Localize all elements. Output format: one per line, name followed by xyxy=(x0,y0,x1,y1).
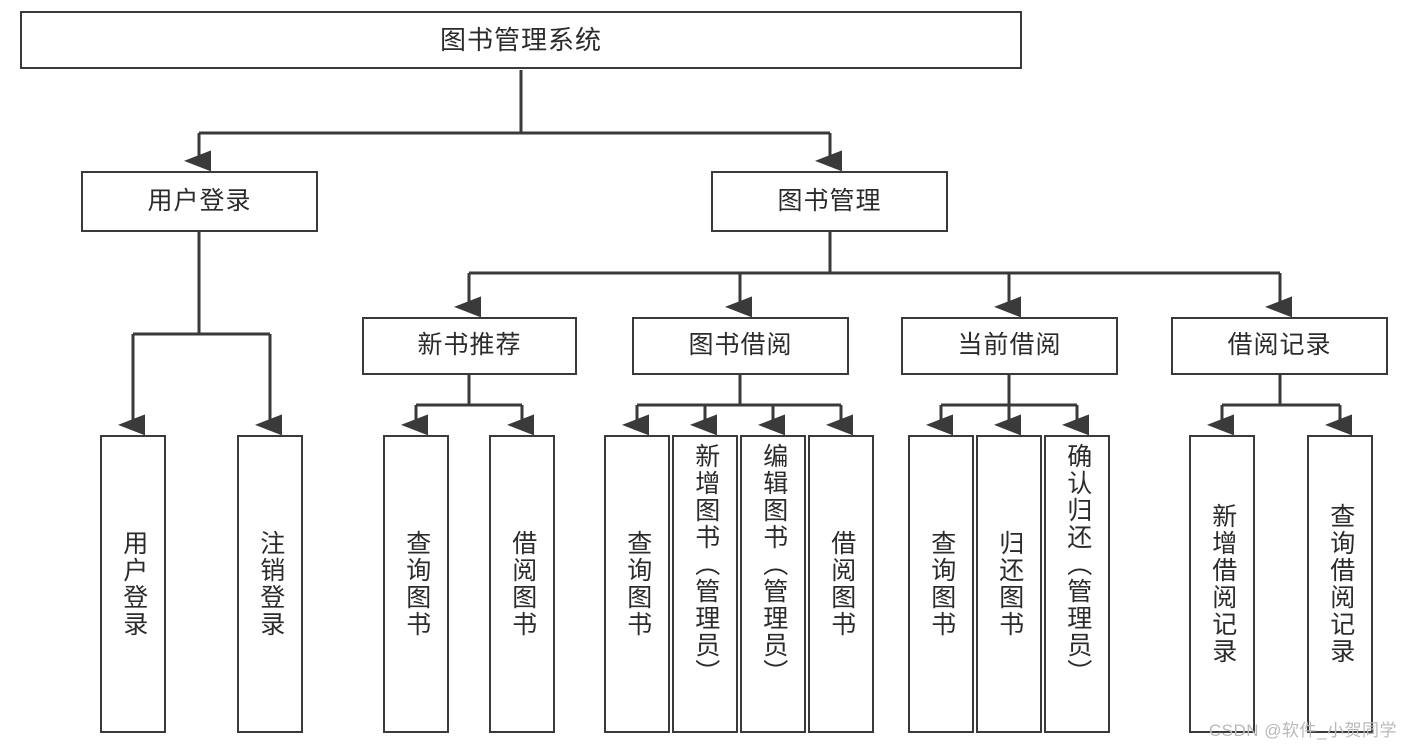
node-new-book-recommend[interactable]: 新书推荐 xyxy=(362,317,577,375)
node-label: 新书推荐 xyxy=(417,331,522,360)
node-label: 图书管理 xyxy=(777,186,882,215)
node-book-management[interactable]: 图书管理 xyxy=(711,171,948,232)
node-label: 编辑图书（管理员） xyxy=(759,443,788,686)
node-label: 查询借阅记录 xyxy=(1326,503,1355,665)
leaf-return-book[interactable]: 归还图书 xyxy=(976,435,1042,733)
node-label: 查询图书 xyxy=(927,530,956,638)
node-current-borrow[interactable]: 当前借阅 xyxy=(901,317,1118,375)
node-label: 注销登录 xyxy=(256,530,285,638)
node-label: 当前借阅 xyxy=(957,331,1062,360)
leaf-query-book-2[interactable]: 查询图书 xyxy=(604,435,670,733)
node-label: 查询图书 xyxy=(402,530,431,638)
leaf-add-record[interactable]: 新增借阅记录 xyxy=(1189,435,1255,733)
node-label: 确认归还（管理员） xyxy=(1063,443,1092,686)
leaf-confirm-return[interactable]: 确认归还（管理员） xyxy=(1044,435,1110,733)
leaf-user-login[interactable]: 用户登录 xyxy=(100,435,166,733)
leaf-query-book-1[interactable]: 查询图书 xyxy=(383,435,449,733)
node-label: 借阅图书 xyxy=(508,530,537,638)
node-label: 查询图书 xyxy=(623,530,652,638)
node-label: 图书管理系统 xyxy=(439,24,602,55)
leaf-query-book-3[interactable]: 查询图书 xyxy=(908,435,974,733)
node-borrow-record[interactable]: 借阅记录 xyxy=(1171,317,1388,375)
node-label: 借阅图书 xyxy=(827,530,856,638)
leaf-borrow-book-2[interactable]: 借阅图书 xyxy=(808,435,874,733)
node-label: 新增借阅记录 xyxy=(1208,503,1237,665)
node-user-login[interactable]: 用户登录 xyxy=(81,171,318,232)
node-label: 图书借阅 xyxy=(688,331,793,360)
node-label: 用户登录 xyxy=(147,186,252,215)
node-label: 用户登录 xyxy=(119,530,148,638)
leaf-edit-book[interactable]: 编辑图书（管理员） xyxy=(740,435,806,733)
leaf-add-book[interactable]: 新增图书（管理员） xyxy=(672,435,738,733)
watermark-text: CSDN @软件_小贺同学 xyxy=(1208,721,1397,740)
leaf-query-record[interactable]: 查询借阅记录 xyxy=(1307,435,1373,733)
node-book-borrow[interactable]: 图书借阅 xyxy=(632,317,849,375)
node-label: 借阅记录 xyxy=(1227,331,1332,360)
node-book-management-system[interactable]: 图书管理系统 xyxy=(20,11,1022,69)
node-label: 归还图书 xyxy=(995,530,1024,638)
node-label: 新增图书（管理员） xyxy=(691,443,720,686)
leaf-user-logout[interactable]: 注销登录 xyxy=(237,435,303,733)
leaf-borrow-book-1[interactable]: 借阅图书 xyxy=(489,435,555,733)
